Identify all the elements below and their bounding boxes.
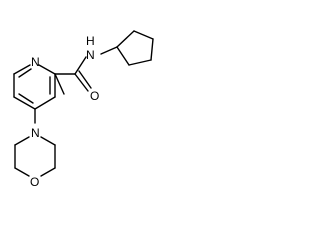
bond [40, 136, 56, 146]
bond [40, 167, 56, 177]
pyridine-ring [13, 64, 65, 110]
morpholine-ring [14, 136, 56, 177]
morpholine-oxygen-label: O [30, 175, 39, 189]
bond [150, 38, 154, 61]
amide-hydrogen-label: H [86, 34, 95, 48]
bond [116, 46, 130, 66]
bond [14, 136, 30, 146]
bond [116, 30, 135, 48]
bond [34, 96, 56, 110]
cyclopentyl-ring [116, 30, 154, 66]
bond [54, 73, 65, 95]
amide-group [54, 46, 118, 92]
bond [13, 96, 36, 110]
bond [38, 64, 56, 75]
bond [100, 46, 118, 55]
carbonyl-oxygen-label: O [90, 89, 99, 103]
morpholine-nitrogen-label: N [31, 126, 40, 140]
bond [133, 30, 154, 40]
bond [78, 70, 92, 89]
amide-nitrogen-label: N [86, 48, 95, 62]
bond [128, 59, 152, 66]
bond [13, 64, 31, 75]
bond [74, 73, 89, 92]
bond [14, 167, 30, 177]
bond [74, 56, 87, 75]
bond [18, 68, 32, 78]
bond [18, 93, 34, 104]
pyridine-nitrogen-label: N [31, 55, 40, 69]
chemical-structure-drawing: N H O N N O [13, 30, 154, 189]
